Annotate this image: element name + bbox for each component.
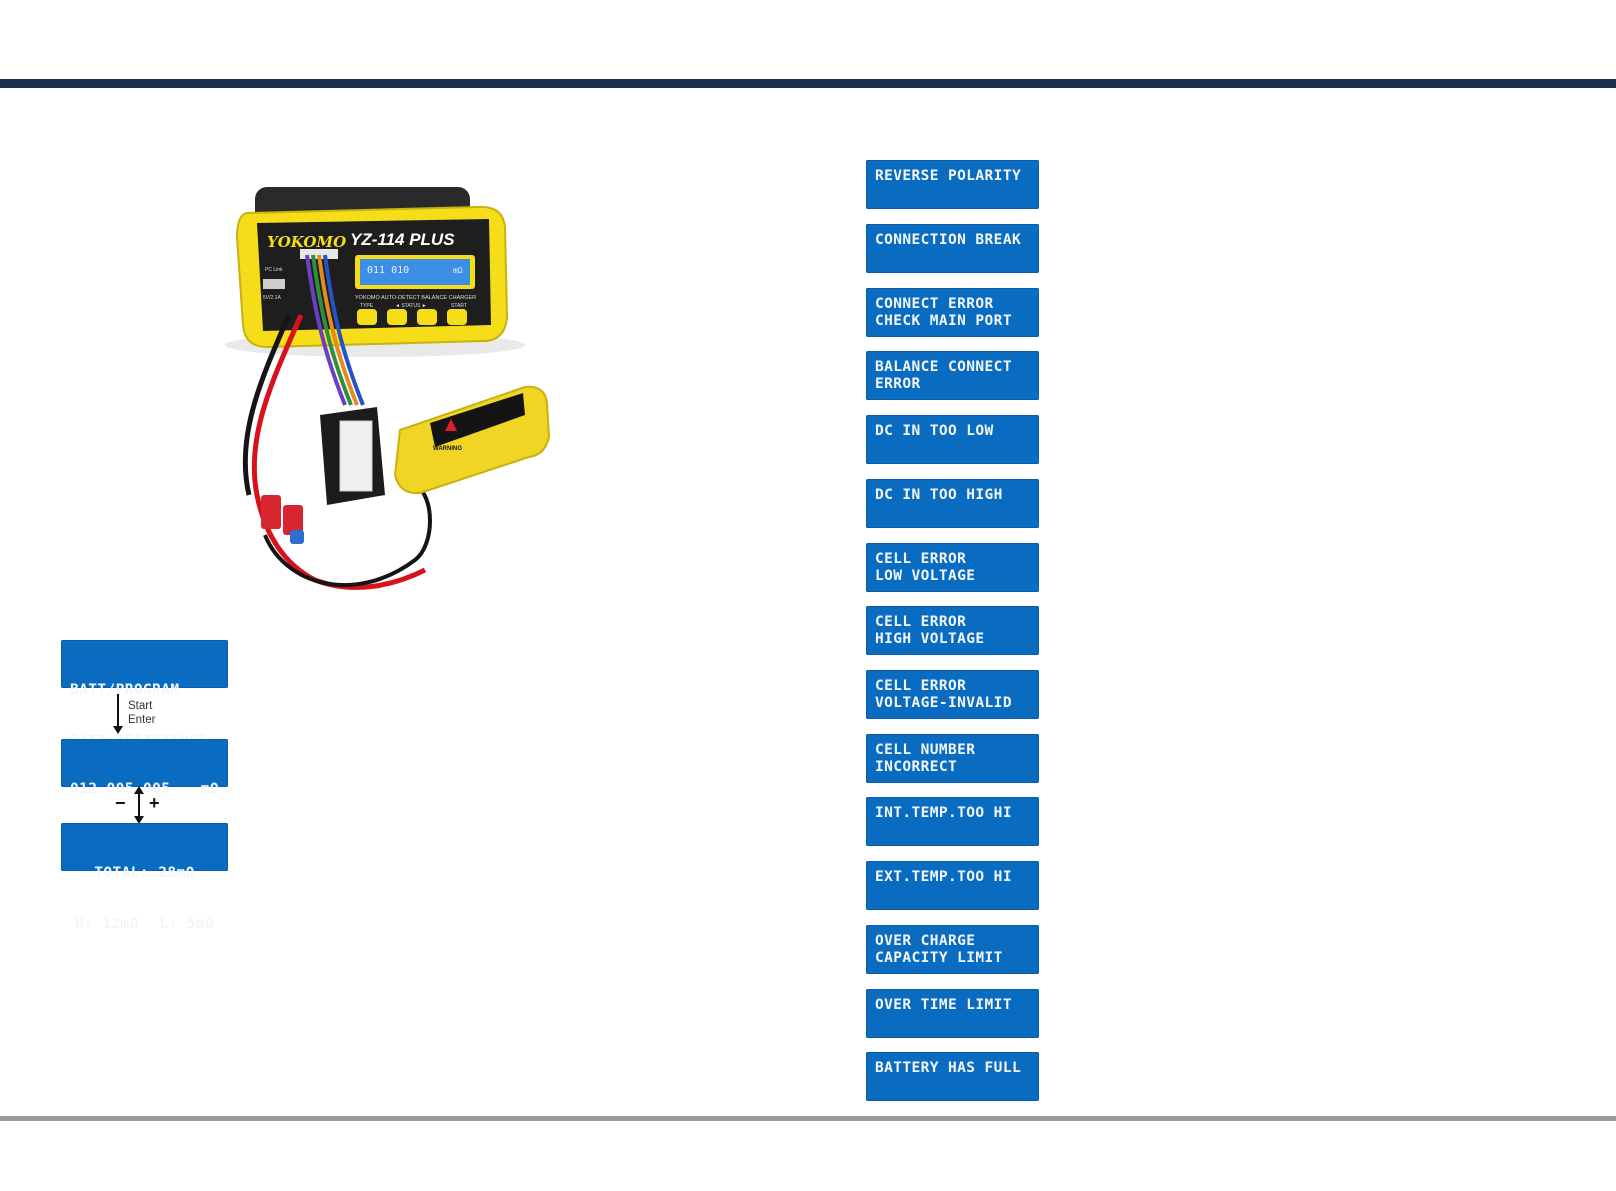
plus-label: + [149,793,160,813]
ribbon-wire-orange [317,254,359,406]
error-line2: ERROR [875,376,921,392]
error-line1: OVER CHARGE [875,933,976,949]
error-message-10: INT.TEMP.TOO HI [866,797,1039,846]
error-line2: HIGH VOLTAGE [875,631,985,647]
error-line2: VOLTAGE-INVALID [875,695,1012,711]
error-message-14: BATTERY HAS FULL [866,1052,1039,1101]
error-line1: INT.TEMP.TOO HI [875,805,1012,821]
deans-connector-1 [261,495,281,529]
error-line1: DC IN TOO LOW [875,423,994,439]
ribbon-wire-blue [323,254,365,406]
flow-box-batt-program: BATT/PROGRAM BATT RESISTANCE [61,640,228,749]
error-message-13: OVER TIME LIMIT [866,989,1039,1038]
charger-port-label-pclink: PC Link [265,267,283,273]
error-line1: DC IN TOO HIGH [875,487,1003,503]
error-message-11: EXT.TEMP.TOO HI [866,861,1039,910]
charger-button-label-start: START [451,303,467,309]
error-line2: CHECK MAIN PORT [875,313,1012,329]
charger-button-label-type: TYPE [360,303,374,309]
step-label-enter: Enter [128,714,156,726]
flow-box2-line1-unit: mΩ [200,781,219,797]
minus-label: − [115,793,126,813]
flow-box1-line1: BATT/PROGRAM [70,682,180,698]
battery [393,385,551,495]
charger-subtitle: YOKOMO AUTO-DETECT BALANCE CHARGER [355,295,476,301]
error-line1: OVER TIME LIMIT [875,997,1012,1013]
error-message-5: DC IN TOO HIGH [866,479,1039,528]
ribbon-wires [305,254,347,406]
error-line1: CELL NUMBER [875,742,976,758]
warning-icon [445,419,457,431]
up-down-arrow-icon [134,786,144,824]
down-arrow-icon [113,694,123,734]
charger-brand: YOKOMO [267,233,346,251]
error-message-0: REVERSE POLARITY [866,160,1039,209]
charger-button-3 [417,309,437,325]
error-message-1: CONNECTION BREAK [866,224,1039,273]
charger-button-1 [357,309,377,325]
battery-warning-text: WARNING [433,446,462,452]
charger-port-label-usb: 5V/2.1A [263,295,281,301]
error-line1: REVERSE POLARITY [875,168,1022,184]
usb-port [263,279,285,289]
error-line1: EXT.TEMP.TOO HI [875,869,1012,885]
error-line2: LOW VOLTAGE [875,568,976,584]
flow-box2-line1-values: 012 005 005 [70,781,171,797]
ribbon-wire-green [311,254,353,406]
charger-button-2 [387,309,407,325]
deans-connector-2 [283,505,303,535]
charger-screen [360,259,470,285]
battery-lead-black [263,483,432,588]
error-line1: CELL ERROR [875,614,967,630]
balance-port [300,249,338,259]
battery-label [430,393,525,447]
error-message-4: DC IN TOO LOW [866,415,1039,464]
charger-button-4 [447,309,467,325]
error-line1: CELL ERROR [875,551,967,567]
charger-photo: YOKOMO YZ-114 PLUS 011 010 mΩ YOKOMO AUT… [225,187,551,590]
error-line2: CAPACITY LIMIT [875,950,1003,966]
charger-model: YZ-114 PLUS [350,230,455,249]
bullet-connector [290,530,304,544]
flow-box3-line1: TOTAL: 28mΩ [94,865,195,881]
flow-box-total-resistance: TOTAL: 28mΩ H: 12mΩ L: 5mΩ [61,823,228,932]
error-line1: CELL ERROR [875,678,967,694]
flow-box3-line2-left: H: 12mΩ [75,916,139,932]
error-line1: CONNECT ERROR [875,296,994,312]
error-line1: BALANCE CONNECT [875,359,1012,375]
lead-red [251,314,427,590]
top-rule [0,79,1616,88]
step-label-start: Start [128,700,153,712]
charger-screen-text: 011 010 [367,265,409,276]
error-line1: BATTERY HAS FULL [875,1060,1022,1076]
error-line2: INCORRECT [875,759,958,775]
bottom-rule [0,1116,1616,1121]
lead-black [242,314,292,496]
error-line1: CONNECTION BREAK [875,232,1022,248]
charger-screen-unit: mΩ [453,266,463,275]
flow-box-resistance-values: 012 005 005 mΩ 006 mΩ [61,739,228,848]
flow-box3-line2-right: L: 5mΩ [159,916,214,932]
charger-button-label-status: ◄ STATUS ► [395,303,427,309]
balance-sockets [339,420,373,492]
